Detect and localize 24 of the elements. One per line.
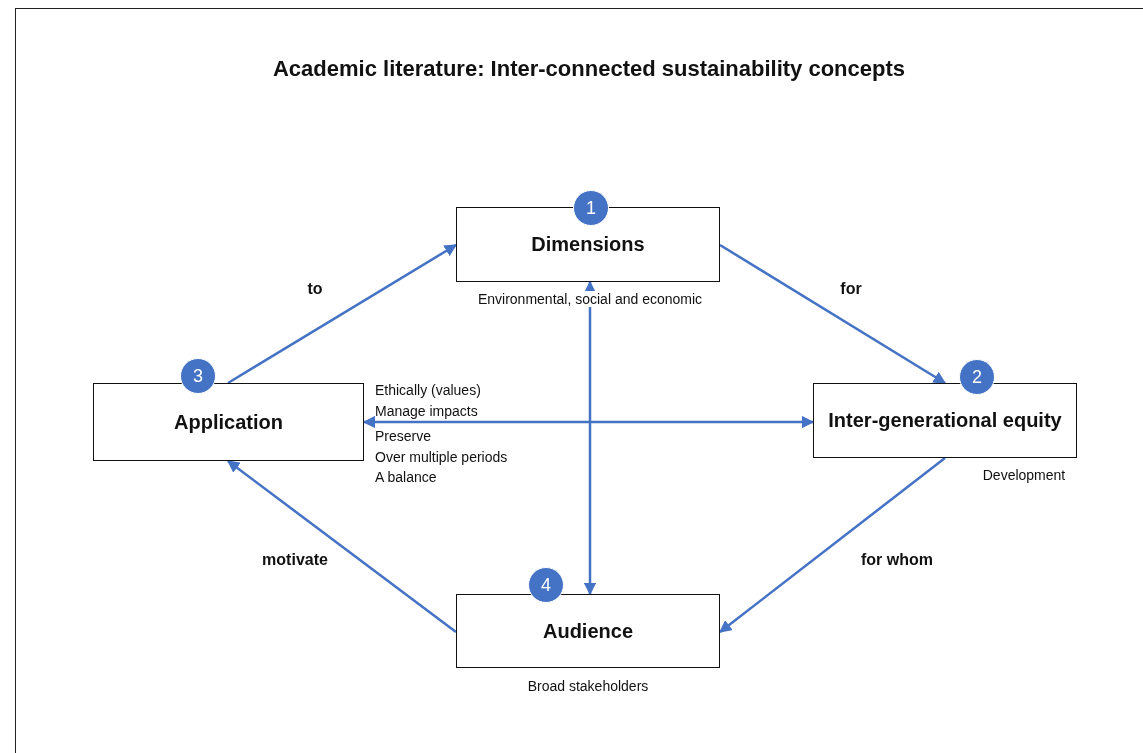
annotation-text: Manage impacts	[375, 404, 478, 418]
callout-number: 2	[959, 359, 995, 395]
connector-arrow	[227, 460, 457, 633]
annotation-text: A balance	[375, 470, 437, 484]
box-title: Inter-generational equity	[828, 408, 1062, 433]
concept-box	[456, 594, 720, 668]
box-title: Dimensions	[531, 232, 645, 257]
diagram-title: Academic literature: Inter-connected sustainability concepts	[271, 56, 907, 82]
connector-arrow	[583, 280, 597, 596]
connector-arrow	[227, 243, 458, 385]
node-caption: Broad stakeholders	[525, 678, 651, 694]
concept-box	[93, 383, 364, 461]
annotation-text: Preserve	[375, 429, 432, 443]
connector-arrow	[719, 243, 947, 385]
box-title: Application	[174, 409, 283, 435]
concept-box	[813, 383, 1077, 458]
callout-number: 4	[528, 567, 564, 603]
connector-arrow	[719, 457, 946, 633]
annotation-text: Over multiple periods	[375, 450, 508, 464]
box-title: Audience	[543, 618, 633, 644]
callout-number: 3	[180, 358, 216, 394]
node-caption: Development	[980, 467, 1068, 483]
connector-arrow	[362, 415, 815, 429]
callout-number: 1	[573, 190, 609, 226]
